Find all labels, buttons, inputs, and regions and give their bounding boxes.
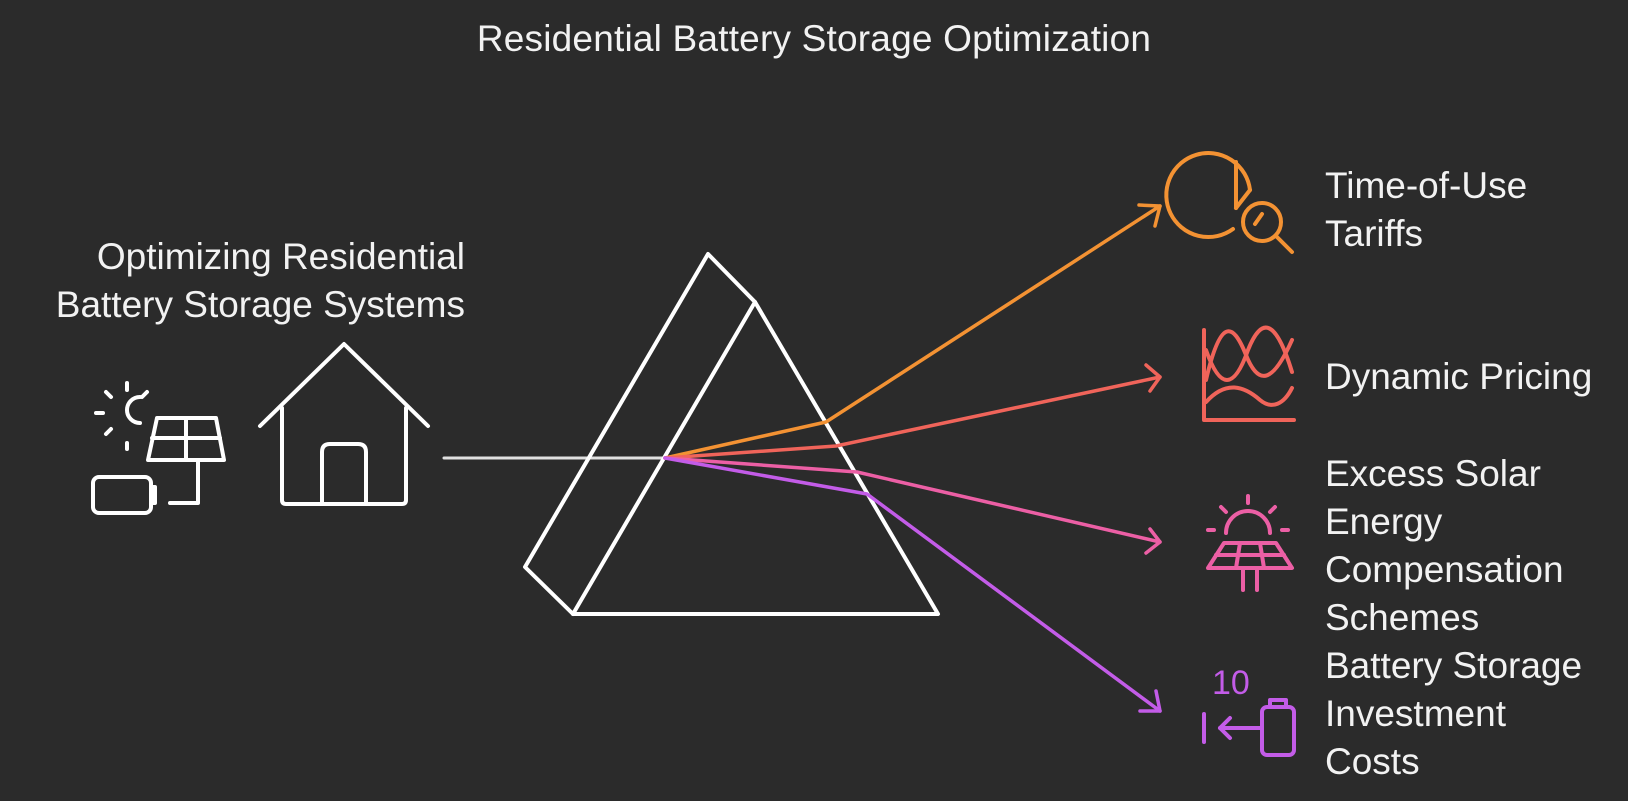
- sun-icon: [94, 381, 149, 451]
- house-icon: [258, 342, 430, 506]
- output-label-dynamic-pricing: Dynamic Pricing: [1325, 353, 1592, 401]
- solar-panel-icon: [146, 416, 226, 505]
- output-label-line: Battery Storage: [1325, 645, 1583, 686]
- diagram-title: Residential Battery Storage Optimization: [476, 18, 1152, 59]
- output-label-line: Dynamic Pricing: [1325, 356, 1593, 397]
- battery-icon: [91, 475, 157, 515]
- output-label-line: Energy: [1325, 501, 1443, 542]
- battery-timeline-icon: [1202, 698, 1296, 757]
- wave-chart-icon: [1202, 325, 1296, 422]
- source-label: Optimizing Residential Battery Storage S…: [10, 233, 465, 329]
- output-label-investment: Battery Storage Investment Costs: [1325, 642, 1582, 786]
- ray-excess-solar: [663, 456, 1162, 555]
- output-label-line: Time-of-Use: [1325, 165, 1528, 206]
- output-label-line: Schemes: [1325, 597, 1480, 638]
- output-label-line: Tariffs: [1325, 213, 1424, 254]
- prism: [523, 252, 940, 616]
- ray-investment: [663, 456, 1162, 713]
- output-label-line: Investment: [1325, 693, 1506, 734]
- output-label-line: Costs: [1325, 741, 1420, 782]
- pie-chart-magnifier-icon: [1164, 151, 1294, 254]
- output-label-line: Compensation: [1325, 549, 1564, 590]
- source-label-line: Battery Storage Systems: [55, 284, 465, 325]
- source-label-line: Optimizing Residential: [96, 236, 465, 277]
- output-label-line: Excess Solar: [1325, 453, 1541, 494]
- ray-dynamic-pricing: [663, 363, 1162, 460]
- battery-timeline-icon-label: 10: [1212, 664, 1250, 702]
- ray-time-of-use: [663, 203, 1162, 460]
- solar-panel-sun-icon: [1206, 494, 1294, 592]
- output-label-time-of-use: Time-of-Use Tariffs: [1325, 162, 1527, 258]
- output-label-excess-solar: Excess Solar Energy Compensation Schemes: [1325, 450, 1564, 642]
